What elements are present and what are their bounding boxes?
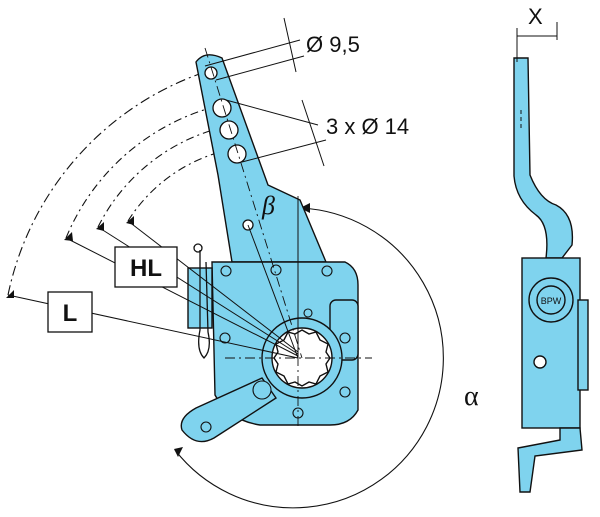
label-length-l: L bbox=[63, 300, 78, 327]
l-box: L bbox=[47, 291, 93, 333]
centre-line-lever bbox=[204, 47, 303, 359]
bolt bbox=[220, 265, 232, 277]
label-angle-beta: β bbox=[261, 191, 275, 220]
arrowhead-alpha-top bbox=[300, 203, 310, 213]
bolt bbox=[270, 264, 282, 276]
arrowhead-hl2 bbox=[96, 222, 104, 231]
arrowhead-alpha-bottom bbox=[174, 447, 183, 457]
slack-adjuster-side bbox=[513, 57, 589, 493]
hole-dimensions bbox=[204, 17, 327, 167]
dim-small-ext-2 bbox=[215, 55, 305, 81]
leader-lines bbox=[7, 200, 299, 359]
cotter-pin-head bbox=[193, 243, 203, 253]
dim-small-arrow bbox=[283, 17, 297, 73]
dim-small-ext-1 bbox=[204, 39, 301, 67]
hole-2 bbox=[219, 120, 239, 140]
side-pin bbox=[533, 355, 547, 369]
side-plate bbox=[577, 299, 589, 391]
hl-box: HL bbox=[114, 246, 178, 288]
bolt bbox=[303, 308, 313, 318]
dim-three-ext-1 bbox=[225, 99, 319, 126]
arc-hl-3 bbox=[127, 149, 229, 222]
l-box-frame bbox=[47, 291, 93, 333]
hl-box-frame bbox=[114, 246, 178, 288]
hole-small bbox=[204, 66, 218, 80]
dim-three-arrow bbox=[301, 99, 325, 167]
label-hole-small: Ø 9,5 bbox=[306, 32, 360, 57]
arc-alpha bbox=[174, 207, 444, 509]
dim-three-ext-2 bbox=[241, 139, 327, 163]
label-angle-alpha: α bbox=[464, 381, 479, 412]
hole-3 bbox=[227, 144, 247, 164]
lever-arm bbox=[195, 54, 328, 263]
arc-hl-2 bbox=[97, 127, 221, 228]
arc-l bbox=[7, 71, 206, 296]
label-length-hl: HL bbox=[130, 255, 162, 282]
dimension-x bbox=[516, 22, 558, 130]
hole-1 bbox=[212, 98, 232, 118]
bolt bbox=[339, 386, 351, 398]
leader-hl-1 bbox=[65, 237, 299, 357]
front-centre-lines bbox=[204, 47, 372, 430]
leader-beta bbox=[247, 224, 299, 359]
arrowhead-hl3 bbox=[126, 216, 134, 225]
bolt bbox=[321, 265, 333, 277]
side-lever bbox=[513, 57, 574, 259]
leader-hl-3 bbox=[127, 220, 299, 353]
arc-hl-1 bbox=[65, 107, 211, 239]
bolt bbox=[252, 380, 272, 400]
bolt bbox=[200, 421, 212, 433]
label-width-x: X bbox=[528, 4, 543, 29]
bolt bbox=[219, 332, 231, 344]
bpw-logo-text: BPW bbox=[541, 296, 562, 306]
lever-holes bbox=[204, 66, 254, 231]
bolts bbox=[200, 264, 351, 433]
arrowhead-hl1 bbox=[64, 232, 73, 241]
arrowhead-l bbox=[6, 290, 14, 298]
label-holes-three: 3 x Ø 14 bbox=[326, 114, 409, 139]
bolt bbox=[339, 332, 351, 344]
bpw-logo-center bbox=[536, 285, 566, 315]
side-bracket bbox=[517, 427, 583, 493]
